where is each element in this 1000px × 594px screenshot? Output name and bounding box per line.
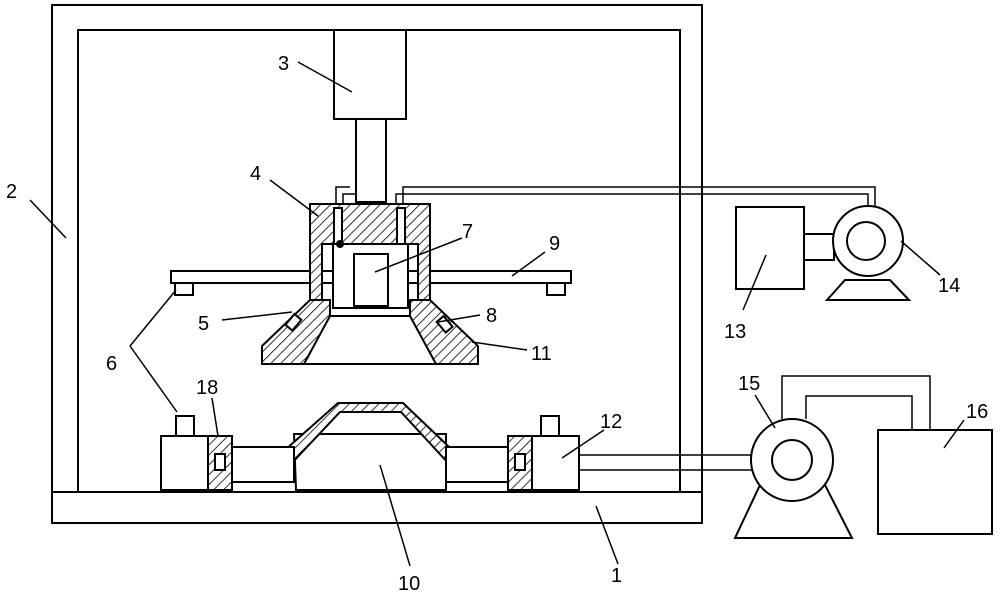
clamp-right-12 bbox=[445, 415, 580, 491]
head-block-4 bbox=[309, 203, 431, 309]
tank-16 bbox=[877, 429, 993, 535]
leader-lines bbox=[29, 61, 965, 567]
label-9: 9 bbox=[549, 233, 560, 255]
air-pipe bbox=[335, 186, 876, 206]
label-18: 18 bbox=[196, 377, 218, 399]
cylinder-3 bbox=[333, 29, 407, 203]
label-15: 15 bbox=[738, 373, 760, 395]
label-12: 12 bbox=[600, 411, 622, 433]
label-1: 1 bbox=[611, 565, 622, 587]
pump-14 bbox=[803, 205, 912, 301]
hydraulic-pipe bbox=[579, 454, 752, 471]
label-4: 4 bbox=[250, 163, 261, 185]
box-13 bbox=[735, 206, 805, 290]
label-8: 8 bbox=[486, 305, 497, 327]
suction-cup-11 bbox=[261, 299, 479, 365]
label-10: 10 bbox=[398, 573, 420, 594]
label-13: 13 bbox=[724, 321, 746, 343]
label-2: 2 bbox=[6, 181, 17, 203]
pad-6-left bbox=[174, 282, 194, 296]
label-5: 5 bbox=[198, 313, 209, 335]
label-6: 6 bbox=[106, 353, 117, 375]
workpiece-10 bbox=[265, 402, 471, 491]
label-11: 11 bbox=[531, 343, 552, 365]
label-14: 14 bbox=[938, 275, 960, 297]
pad-right bbox=[546, 282, 566, 296]
pump-15 bbox=[733, 375, 931, 539]
base-1 bbox=[51, 491, 703, 524]
clamp-left bbox=[160, 415, 295, 491]
label-16: 16 bbox=[966, 401, 988, 423]
label-7: 7 bbox=[462, 221, 473, 243]
label-3: 3 bbox=[278, 53, 289, 75]
